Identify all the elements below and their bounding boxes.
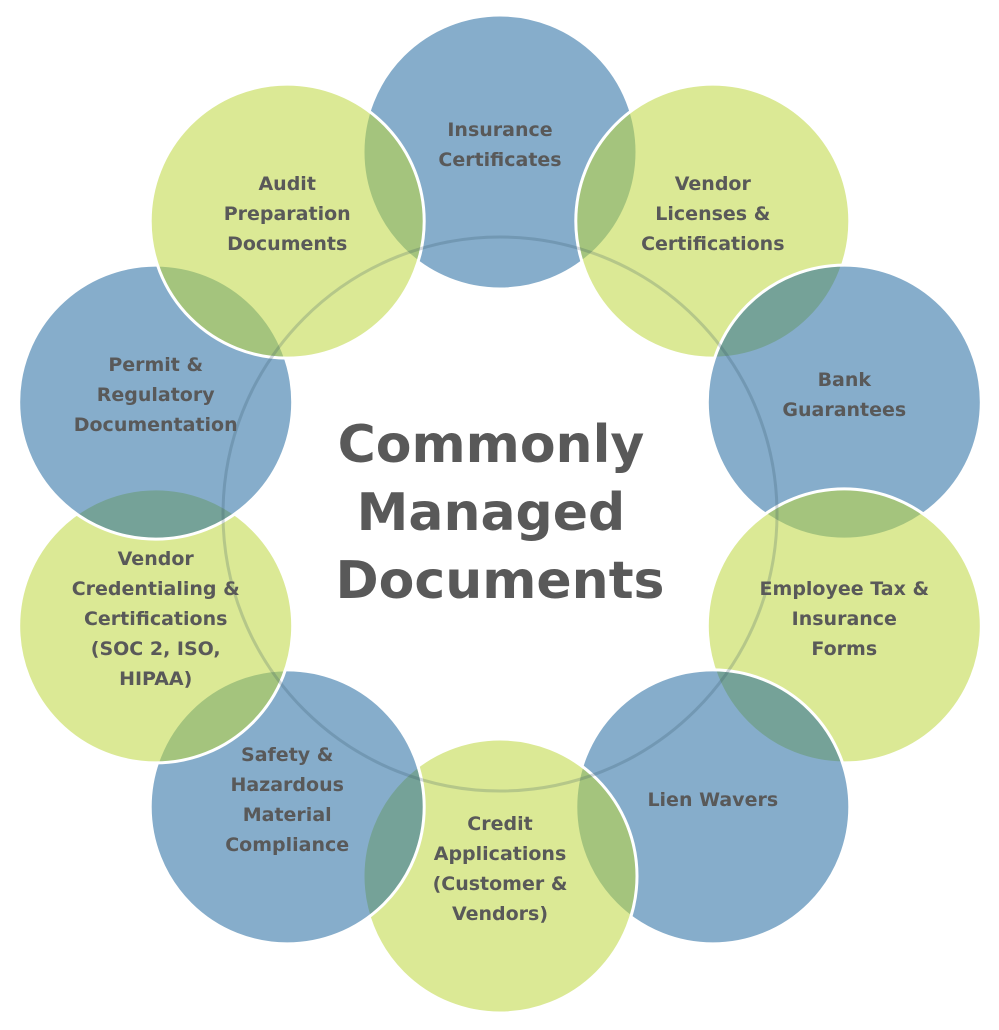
- label-line: Credit: [467, 813, 532, 835]
- circles-layer: [17, 13, 983, 1015]
- label-line: (Customer &: [433, 873, 568, 895]
- label-line: Employee Tax &: [760, 578, 930, 600]
- label-lien-wavers: Lien Wavers: [647, 789, 778, 811]
- label-line: Bank: [818, 369, 872, 391]
- label-line: (SOC 2, ISO,: [91, 638, 221, 660]
- label-line: Documentation: [74, 414, 238, 436]
- center-title-line: Documents: [335, 551, 664, 611]
- label-line: Licenses &: [655, 203, 770, 225]
- label-line: Compliance: [225, 834, 349, 856]
- label-line: Forms: [811, 638, 877, 660]
- label-line: Certifications: [84, 608, 227, 630]
- circle-audit-preparation: [148, 82, 426, 360]
- label-line: Documents: [227, 233, 347, 255]
- center-title-line: Managed: [357, 483, 626, 543]
- label-line: Hazardous: [230, 774, 343, 796]
- label-line: Regulatory: [97, 384, 215, 406]
- label-line: Audit: [258, 173, 315, 195]
- label-line: Material: [243, 804, 332, 826]
- inner-ring-layer: [221, 235, 779, 793]
- label-line: Vendor: [675, 173, 752, 195]
- label-line: Preparation: [224, 203, 351, 225]
- inner-ring: [221, 235, 779, 793]
- label-line: Vendors): [452, 903, 548, 925]
- label-line: Credentialing &: [72, 578, 240, 600]
- label-line: Applications: [434, 843, 567, 865]
- label-line: Certificates: [438, 149, 561, 171]
- label-line: Insurance: [792, 608, 897, 630]
- label-line: Certifications: [641, 233, 784, 255]
- label-line: Permit &: [108, 354, 203, 376]
- label-line: HIPAA): [119, 668, 192, 690]
- label-line: Insurance: [447, 119, 552, 141]
- label-line: Vendor: [118, 548, 195, 570]
- label-line: Lien Wavers: [647, 789, 778, 811]
- label-line: Guarantees: [782, 399, 906, 421]
- center-title: Commonly Managed Documents: [335, 415, 664, 611]
- center-title-line: Commonly: [338, 415, 645, 475]
- label-line: Safety &: [241, 744, 333, 766]
